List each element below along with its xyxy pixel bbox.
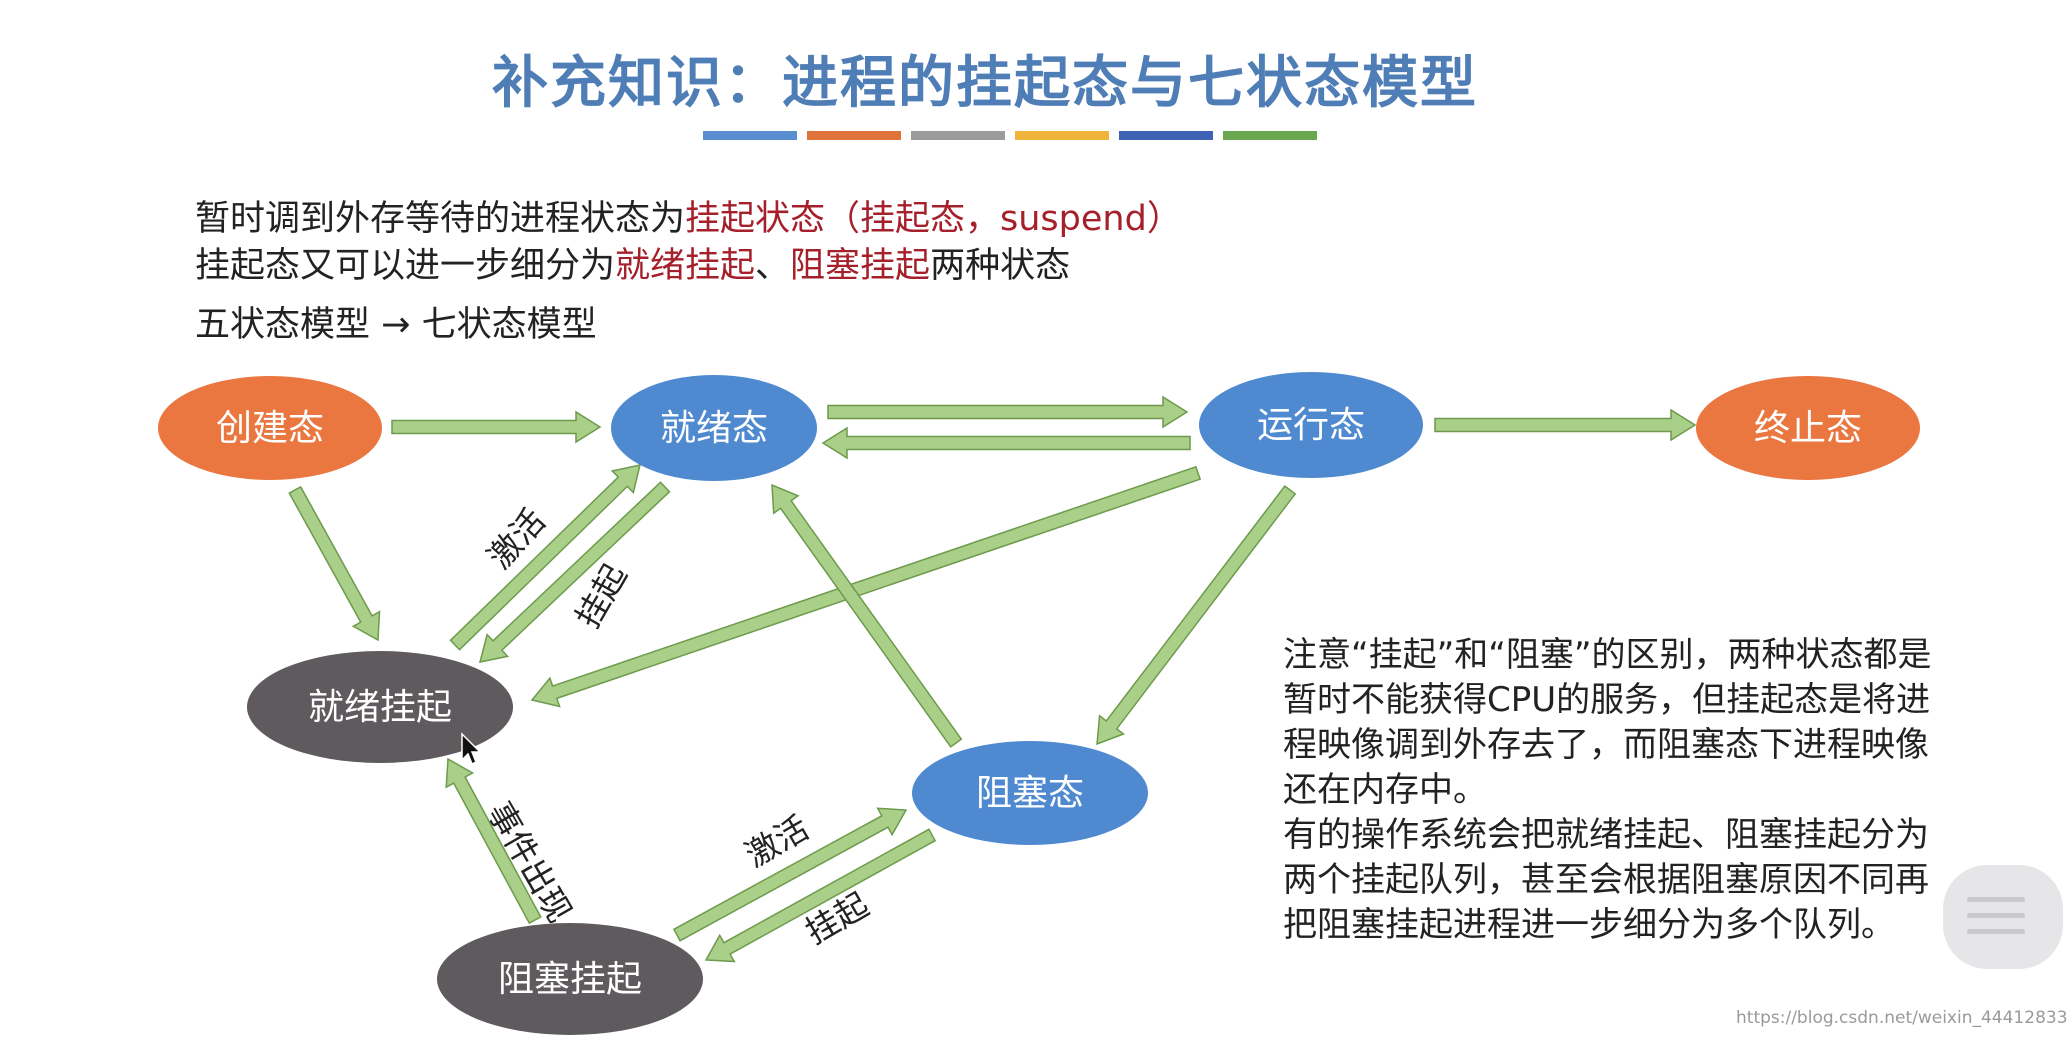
state-label: 创建态: [216, 408, 324, 449]
title-bar-segment: [807, 131, 901, 140]
state-node-ready-suspend: 就绪挂起: [247, 651, 513, 763]
arrow-running-to-terminated: [1434, 408, 1697, 442]
side-scroll-tab[interactable]: [1943, 865, 2063, 969]
arrow-new-to-ready: [391, 410, 602, 444]
intro-line-2: 挂起态又可以进一步细分为就绪挂起、阻塞挂起两种状态: [195, 237, 1070, 288]
title-bar-segment: [703, 131, 797, 140]
arrow-blocked-suspend-to-blocked: [672, 807, 908, 942]
intro-line-1: 暂时调到外存等待的进程状态为挂起状态（挂起态，suspend）: [195, 190, 1182, 241]
state-label: 运行态: [1257, 405, 1365, 446]
arrow-running-to-ready-suspend: [530, 465, 1202, 708]
state-node-ready: 就绪态: [611, 375, 817, 481]
state-label: 就绪态: [660, 408, 768, 449]
note-box: 注意“挂起”和“阻塞”的区别，两种状态都是暂时不能获得CPU的服务，但挂起态是将…: [1283, 633, 1938, 948]
title-bar-segment: [1119, 131, 1213, 140]
arrow-running-to-ready: [821, 426, 1191, 460]
source-watermark: https://blog.csdn.net/weixin_44412833: [1736, 1008, 2068, 1028]
intro-highlight: 就绪挂起: [615, 246, 756, 286]
intro-line-3: 五状态模型 → 七状态模型: [195, 305, 597, 345]
mouse-cursor-icon: [461, 732, 482, 766]
arrow-blocked-to-blocked-suspend: [704, 828, 937, 963]
intro-highlight: 挂起状态（挂起态，suspend）: [685, 199, 1182, 239]
arrow-blocked-to-ready: [771, 483, 963, 748]
state-node-terminated: 终止态: [1696, 376, 1920, 480]
state-node-running: 运行态: [1199, 372, 1423, 478]
state-node-new: 创建态: [158, 376, 382, 480]
arrow-ready-to-ready-suspend: [478, 481, 671, 663]
state-node-blocked: 阻塞态: [912, 741, 1148, 845]
state-label: 阻塞挂起: [498, 959, 642, 1000]
intro-text: 暂时调到外存等待的进程状态为: [195, 199, 686, 239]
title-bar-segment: [1015, 131, 1109, 140]
state-label: 终止态: [1754, 408, 1862, 449]
arrow-ready-suspend-to-ready: [449, 464, 642, 651]
note-paragraph: 注意“挂起”和“阻塞”的区别，两种状态都是暂时不能获得CPU的服务，但挂起态是将…: [1283, 635, 1932, 810]
state-node-blocked-suspend: 阻塞挂起: [437, 923, 703, 1035]
state-label: 阻塞态: [976, 773, 1084, 814]
arrow-running-to-blocked: [1096, 485, 1297, 746]
arrow-new-to-ready-suspend: [288, 485, 381, 642]
slide-title: 补充知识：进程的挂起态与七状态模型: [492, 50, 1478, 116]
transition-arrows: [288, 395, 1697, 963]
intro-text: 挂起态又可以进一步细分为: [195, 246, 616, 286]
note-paragraph: 有的操作系统会把就绪挂起、阻塞挂起分为两个挂起队列，甚至会根据阻塞原因不同再把阻…: [1283, 815, 1929, 945]
intro-text: 、: [755, 246, 791, 286]
arrow-blocked-suspend-to-ready-suspend: [445, 757, 542, 925]
intro-text: 两种状态: [930, 246, 1071, 286]
state-label: 就绪挂起: [308, 687, 452, 728]
intro-highlight: 阻塞挂起: [790, 246, 931, 286]
title-bar-segment: [1223, 131, 1317, 140]
title-bar-segment: [911, 131, 1005, 140]
arrow-ready-to-running: [827, 395, 1189, 429]
